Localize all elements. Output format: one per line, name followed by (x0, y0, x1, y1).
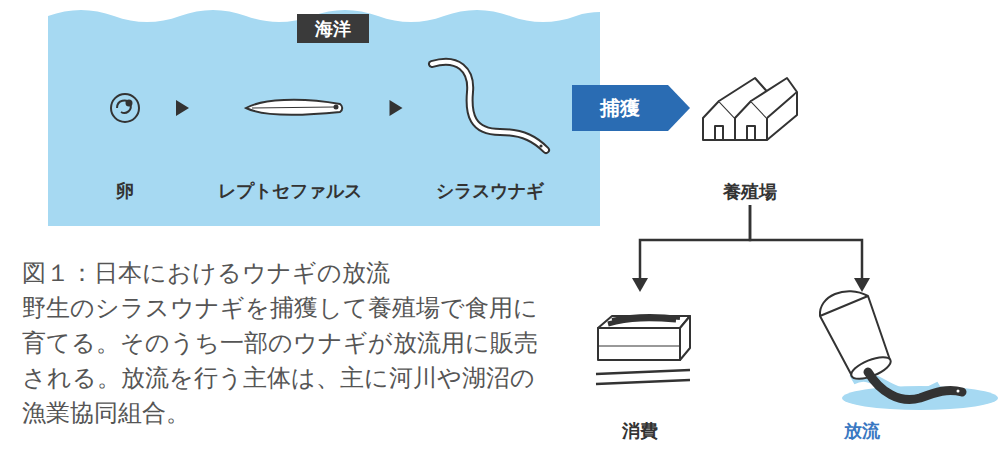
arrow-head (390, 100, 403, 116)
node-label: レプトセファルス (218, 180, 362, 204)
farm-node: 養殖場 (700, 70, 800, 205)
stage-label: 卵 (100, 80, 150, 204)
stage-label: レプトセファルス (214, 80, 366, 204)
release-node: 放流 (812, 292, 912, 444)
node-label: シラスウナギ (436, 180, 544, 204)
step-arrow (366, 100, 425, 116)
egg-icon (111, 94, 139, 122)
node-label: 養殖場 (723, 181, 777, 205)
ocean-region: 海洋卵 レプトセファルス シラスウナギ (48, 0, 600, 226)
ocean-band (48, 10, 600, 226)
farm-icon (703, 78, 797, 140)
leptocephalus-icon (246, 100, 342, 115)
capture-arrow (572, 85, 690, 131)
node-label: 消費 (622, 420, 658, 444)
consumption-node: 消費 (590, 292, 690, 444)
branch-arrow (632, 205, 750, 292)
unaju-icon (596, 316, 690, 384)
node-label: 放流 (844, 420, 880, 444)
arrow-head (854, 278, 870, 292)
arrow-head (176, 100, 189, 116)
arrow-body (572, 85, 690, 131)
edge-label: 捕獲 (600, 96, 640, 120)
release-icon (820, 291, 998, 410)
connector-line (640, 205, 750, 280)
figure-caption: 野生のシラスウナギを捕獲して養殖場で食用に育てる。そのうち一部のウナギが放流用に… (22, 291, 552, 431)
caption-box: 図１：日本におけるウナギの放流野生のシラスウナギを捕獲して養殖場で食用に育てる。… (22, 256, 552, 431)
glass-eel-icon (432, 62, 546, 150)
stage-label: シラスウナギ (425, 50, 555, 204)
node-label: 卵 (116, 180, 134, 204)
branch-arrow (750, 205, 870, 292)
connector-line (750, 205, 862, 280)
region-tab: 海洋 (297, 14, 369, 43)
step-arrow (150, 100, 214, 116)
arrow-head (632, 278, 648, 292)
figure-title: 図１：日本におけるウナギの放流 (22, 256, 552, 291)
